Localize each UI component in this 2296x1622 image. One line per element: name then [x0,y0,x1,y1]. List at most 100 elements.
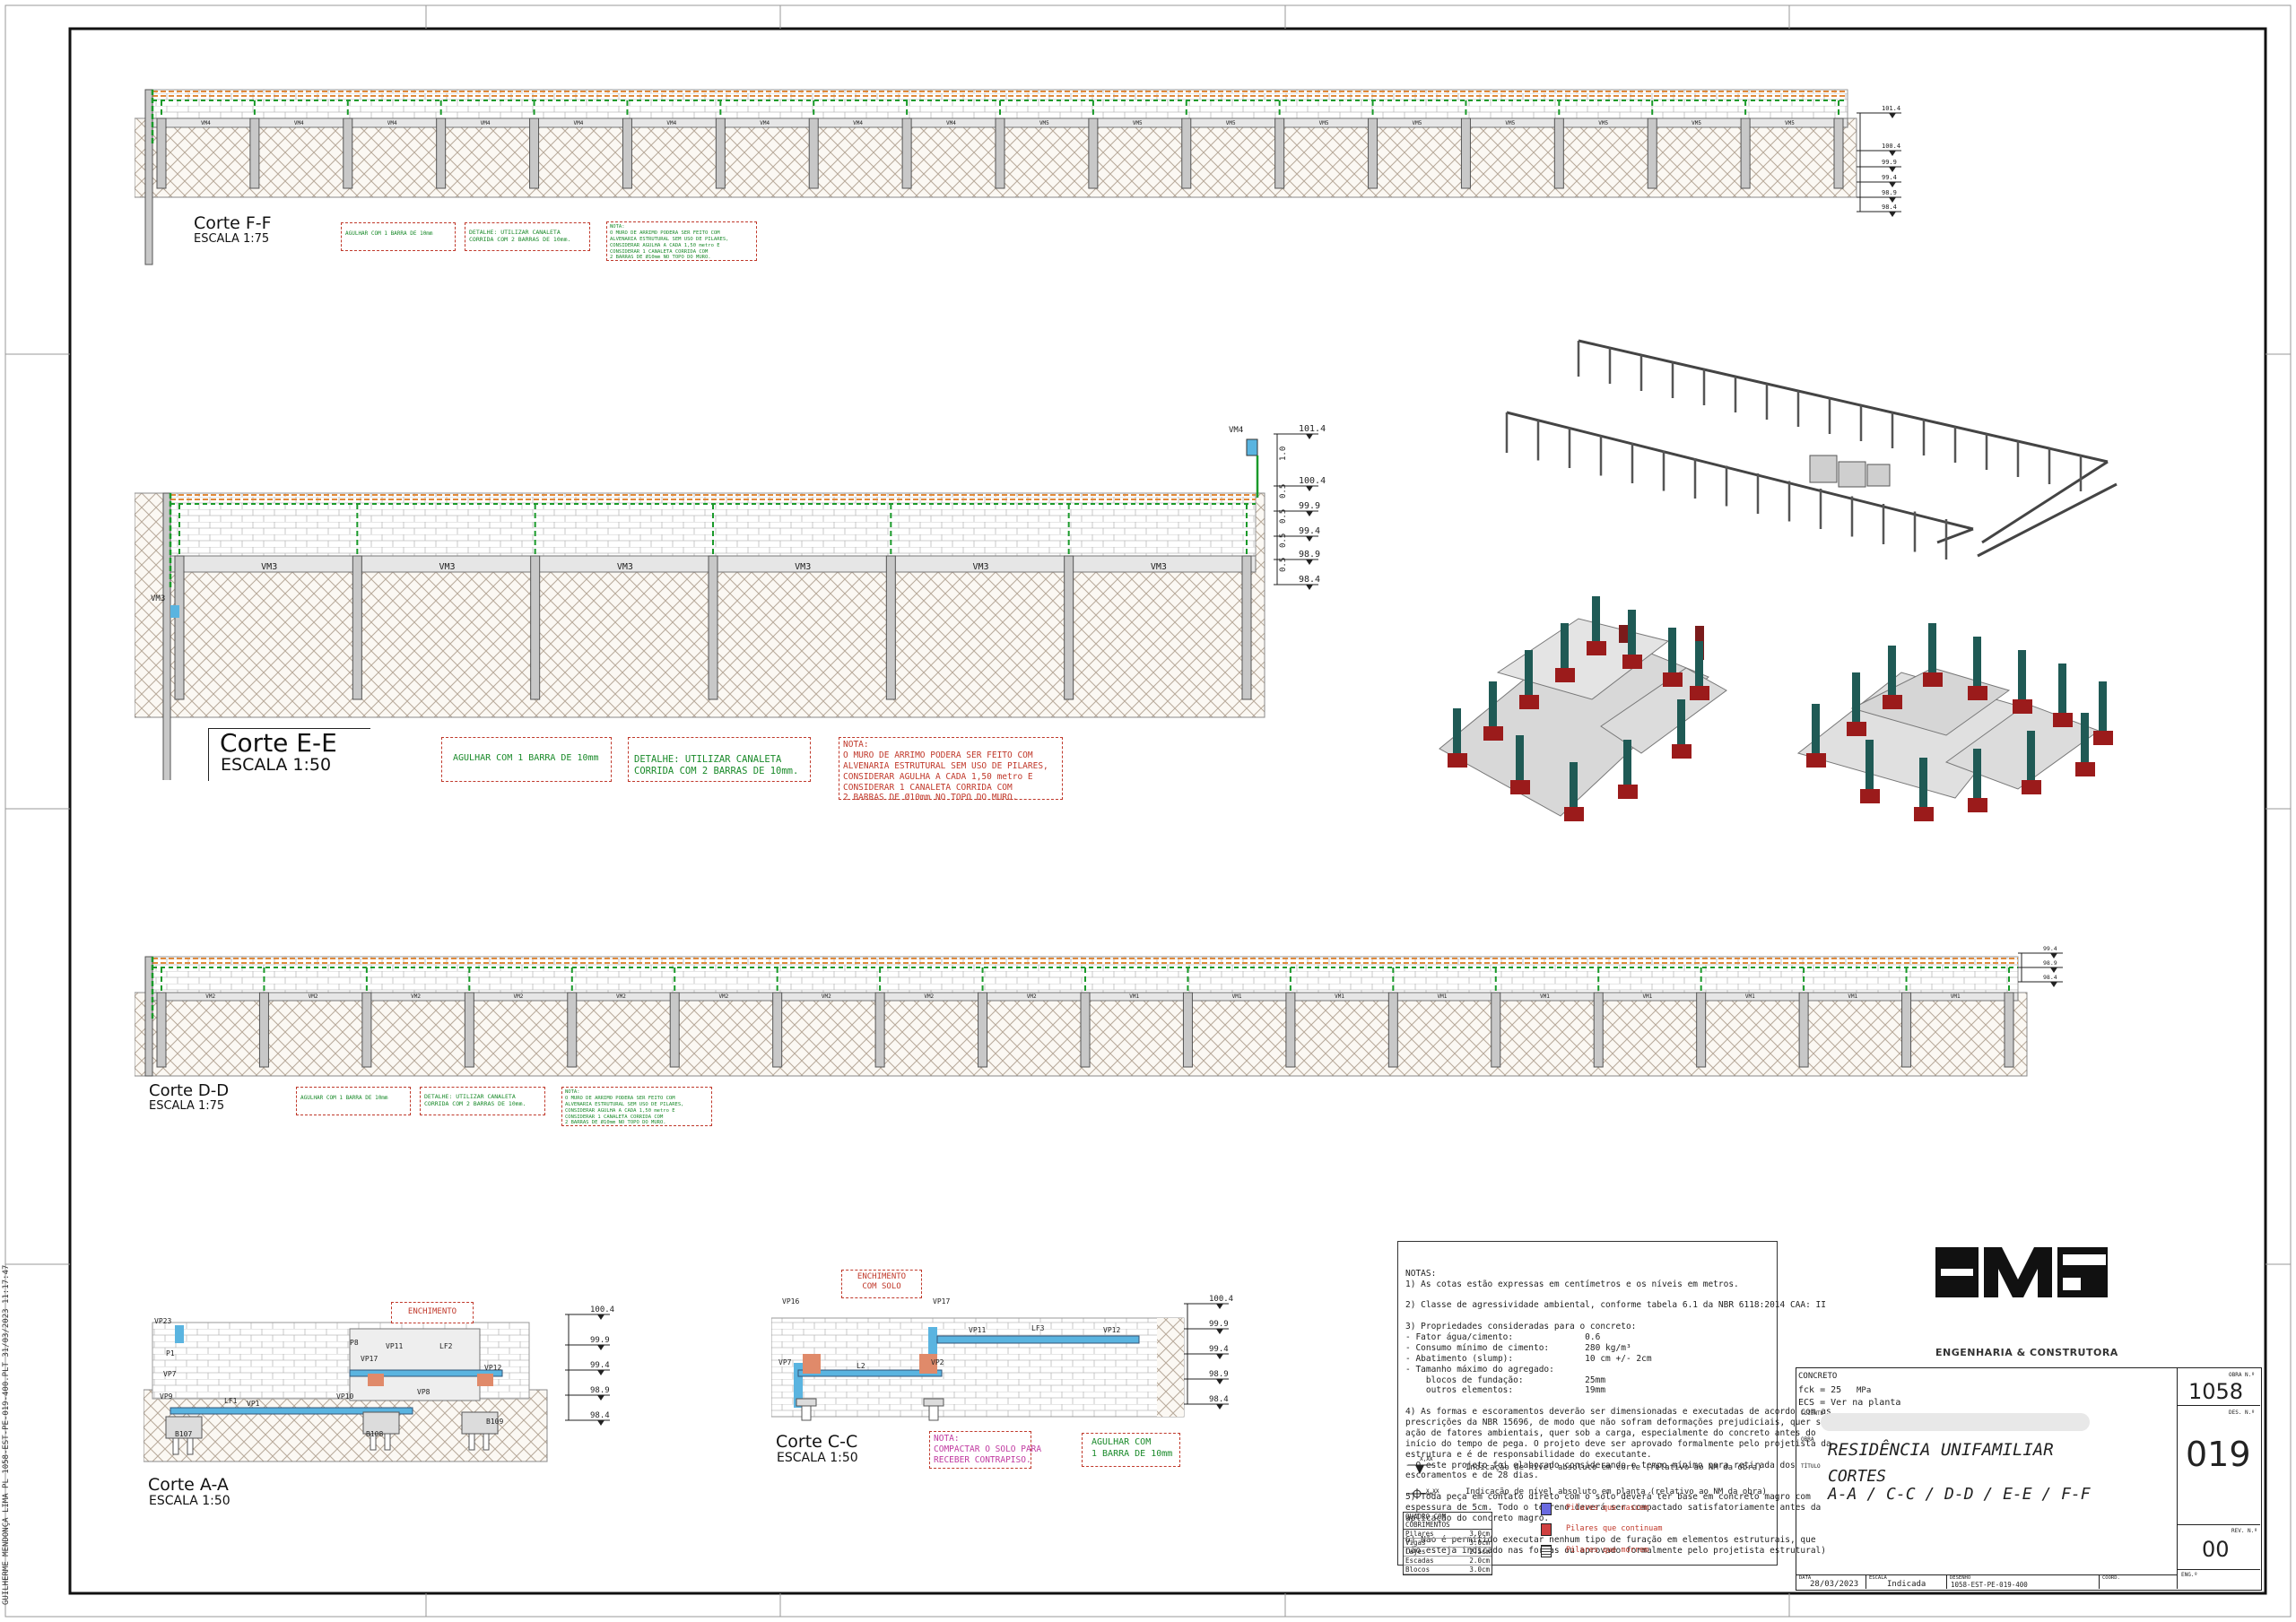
beam-label: VM3 [1151,562,1167,572]
foundation-block [461,1411,499,1435]
iso-footing [1555,668,1575,682]
beam-label: VM4 [574,120,584,126]
section-cc-title: Corte C-C [776,1432,858,1452]
column [995,117,1005,189]
cc-level-label: 99.4 [1209,1345,1229,1354]
aa-element-label: B109 [486,1418,503,1426]
iso-footing [1483,726,1503,741]
section-aa-title: Corte A-A [148,1475,229,1495]
beam-label: VM2 [411,993,421,1000]
ee-dim-label: 0.5 [1279,484,1288,499]
column [1064,555,1074,700]
beam-label: VM5 [1785,120,1795,126]
beam-label: VM5 [1413,120,1422,126]
pile [370,1433,377,1451]
top-beam-vm4 [1246,438,1258,456]
section-ff-title: Corte F-F [194,213,272,233]
dd-level-label: 98.4 [2043,974,2057,981]
column [1901,992,1912,1068]
concrete-core [349,1328,481,1401]
ff-level-label: 99.9 [1882,159,1897,166]
aa-element-label: VP8 [417,1388,430,1396]
iso-footing [1690,686,1709,700]
company-subtitle: ENGENHARIA & CONSTRUTORA [1935,1347,2118,1358]
iso-footing [1564,807,1584,821]
ee-dim-label: 0.5 [1279,558,1288,572]
iso-footing [1672,744,1692,759]
ee-level-label: 98.9 [1299,550,1320,559]
column [156,117,167,189]
level-arrow [1216,1354,1223,1359]
iso-column [1852,672,1860,722]
dd-note2: DETALHE: UTILIZAR CANALETA CORRIDA COM 2… [424,1093,526,1108]
foundation-block [362,1411,400,1435]
slab-l2 [797,1369,943,1377]
column [1285,992,1296,1068]
section-dd-title: Corte D-D [149,1081,230,1100]
column [1833,117,1844,189]
tb-data-label: DATA [1799,1575,1812,1581]
iso-footing [2022,780,2041,794]
cc-element-label: VP7 [778,1358,792,1366]
cc-tag-box: ENCHIMENTO COM SOLO [841,1270,922,1298]
iso-footing [1663,672,1683,687]
column [708,555,718,700]
column [1368,117,1378,189]
dd-note1-box: AGULHAR COM 1 BARRA DE 10mm [296,1087,411,1115]
iso-retaining-walls [1506,339,2118,558]
aa-element-label: VP7 [163,1370,177,1378]
beam-label: VM4 [201,120,211,126]
level-arrow [1889,113,1896,118]
cc-level-label: 100.4 [1209,1295,1233,1304]
column [885,555,896,700]
ee-dim-label: 0.5 [1279,509,1288,524]
pillar-end-icon [1541,1545,1552,1557]
isometric-views [1439,339,2118,821]
beam-vp23 [175,1325,184,1343]
column [436,117,447,189]
column [174,555,185,700]
tb-obra-n-label: OBRA N.º [2229,1372,2255,1378]
aa-element-label: VP11 [386,1342,403,1350]
tb-coord-label: COORD. [2102,1575,2120,1581]
beam-label: VM2 [205,993,215,1000]
ff-level-label: 100.4 [1882,143,1900,150]
pile [384,1433,391,1451]
cover-value: 3.0cm [1469,1539,1490,1547]
beam-label: VM5 [1226,120,1236,126]
aa-element-label: VP9 [160,1392,173,1401]
aa-element-label: P1 [166,1349,175,1357]
level-arrow [2050,982,2057,987]
ff-level-label: 98.4 [1882,204,1897,211]
ff-note1-box: AGULHAR COM 1 BARRA DE 10mm [341,222,456,251]
legend-corte: Indicação de nível absoluto em corte (re… [1465,1463,1762,1472]
beam-label: VM4 [666,120,676,126]
aa-tag-box: ENCHIMENTO [391,1302,474,1323]
ee-level-label: 99.4 [1299,526,1320,536]
company-logo [1935,1247,2108,1297]
legend-continuam: Pilares que continuam [1566,1524,1663,1533]
beam-label: VM1 [1951,993,1961,1000]
tb-data: 28/03/2023 [1810,1580,1859,1589]
column [1460,117,1471,189]
cc-element-label: VP11 [969,1326,986,1334]
iso-column [1695,641,1703,686]
ee-level-label: 99.9 [1299,501,1320,511]
level-arrow [1216,1379,1223,1384]
beam-label: VM5 [1692,120,1701,126]
level-arrow [597,1345,604,1350]
iso-footing [1968,798,1987,812]
column [1181,117,1192,189]
iso-footing [1510,780,1530,794]
tb-eng-label: ENG.º [2181,1572,2198,1578]
column [1647,117,1657,189]
soil-mass [1157,1318,1184,1417]
iso-column [2081,713,2089,762]
level-arrow [597,1314,604,1320]
client-redacted [1821,1413,2090,1431]
